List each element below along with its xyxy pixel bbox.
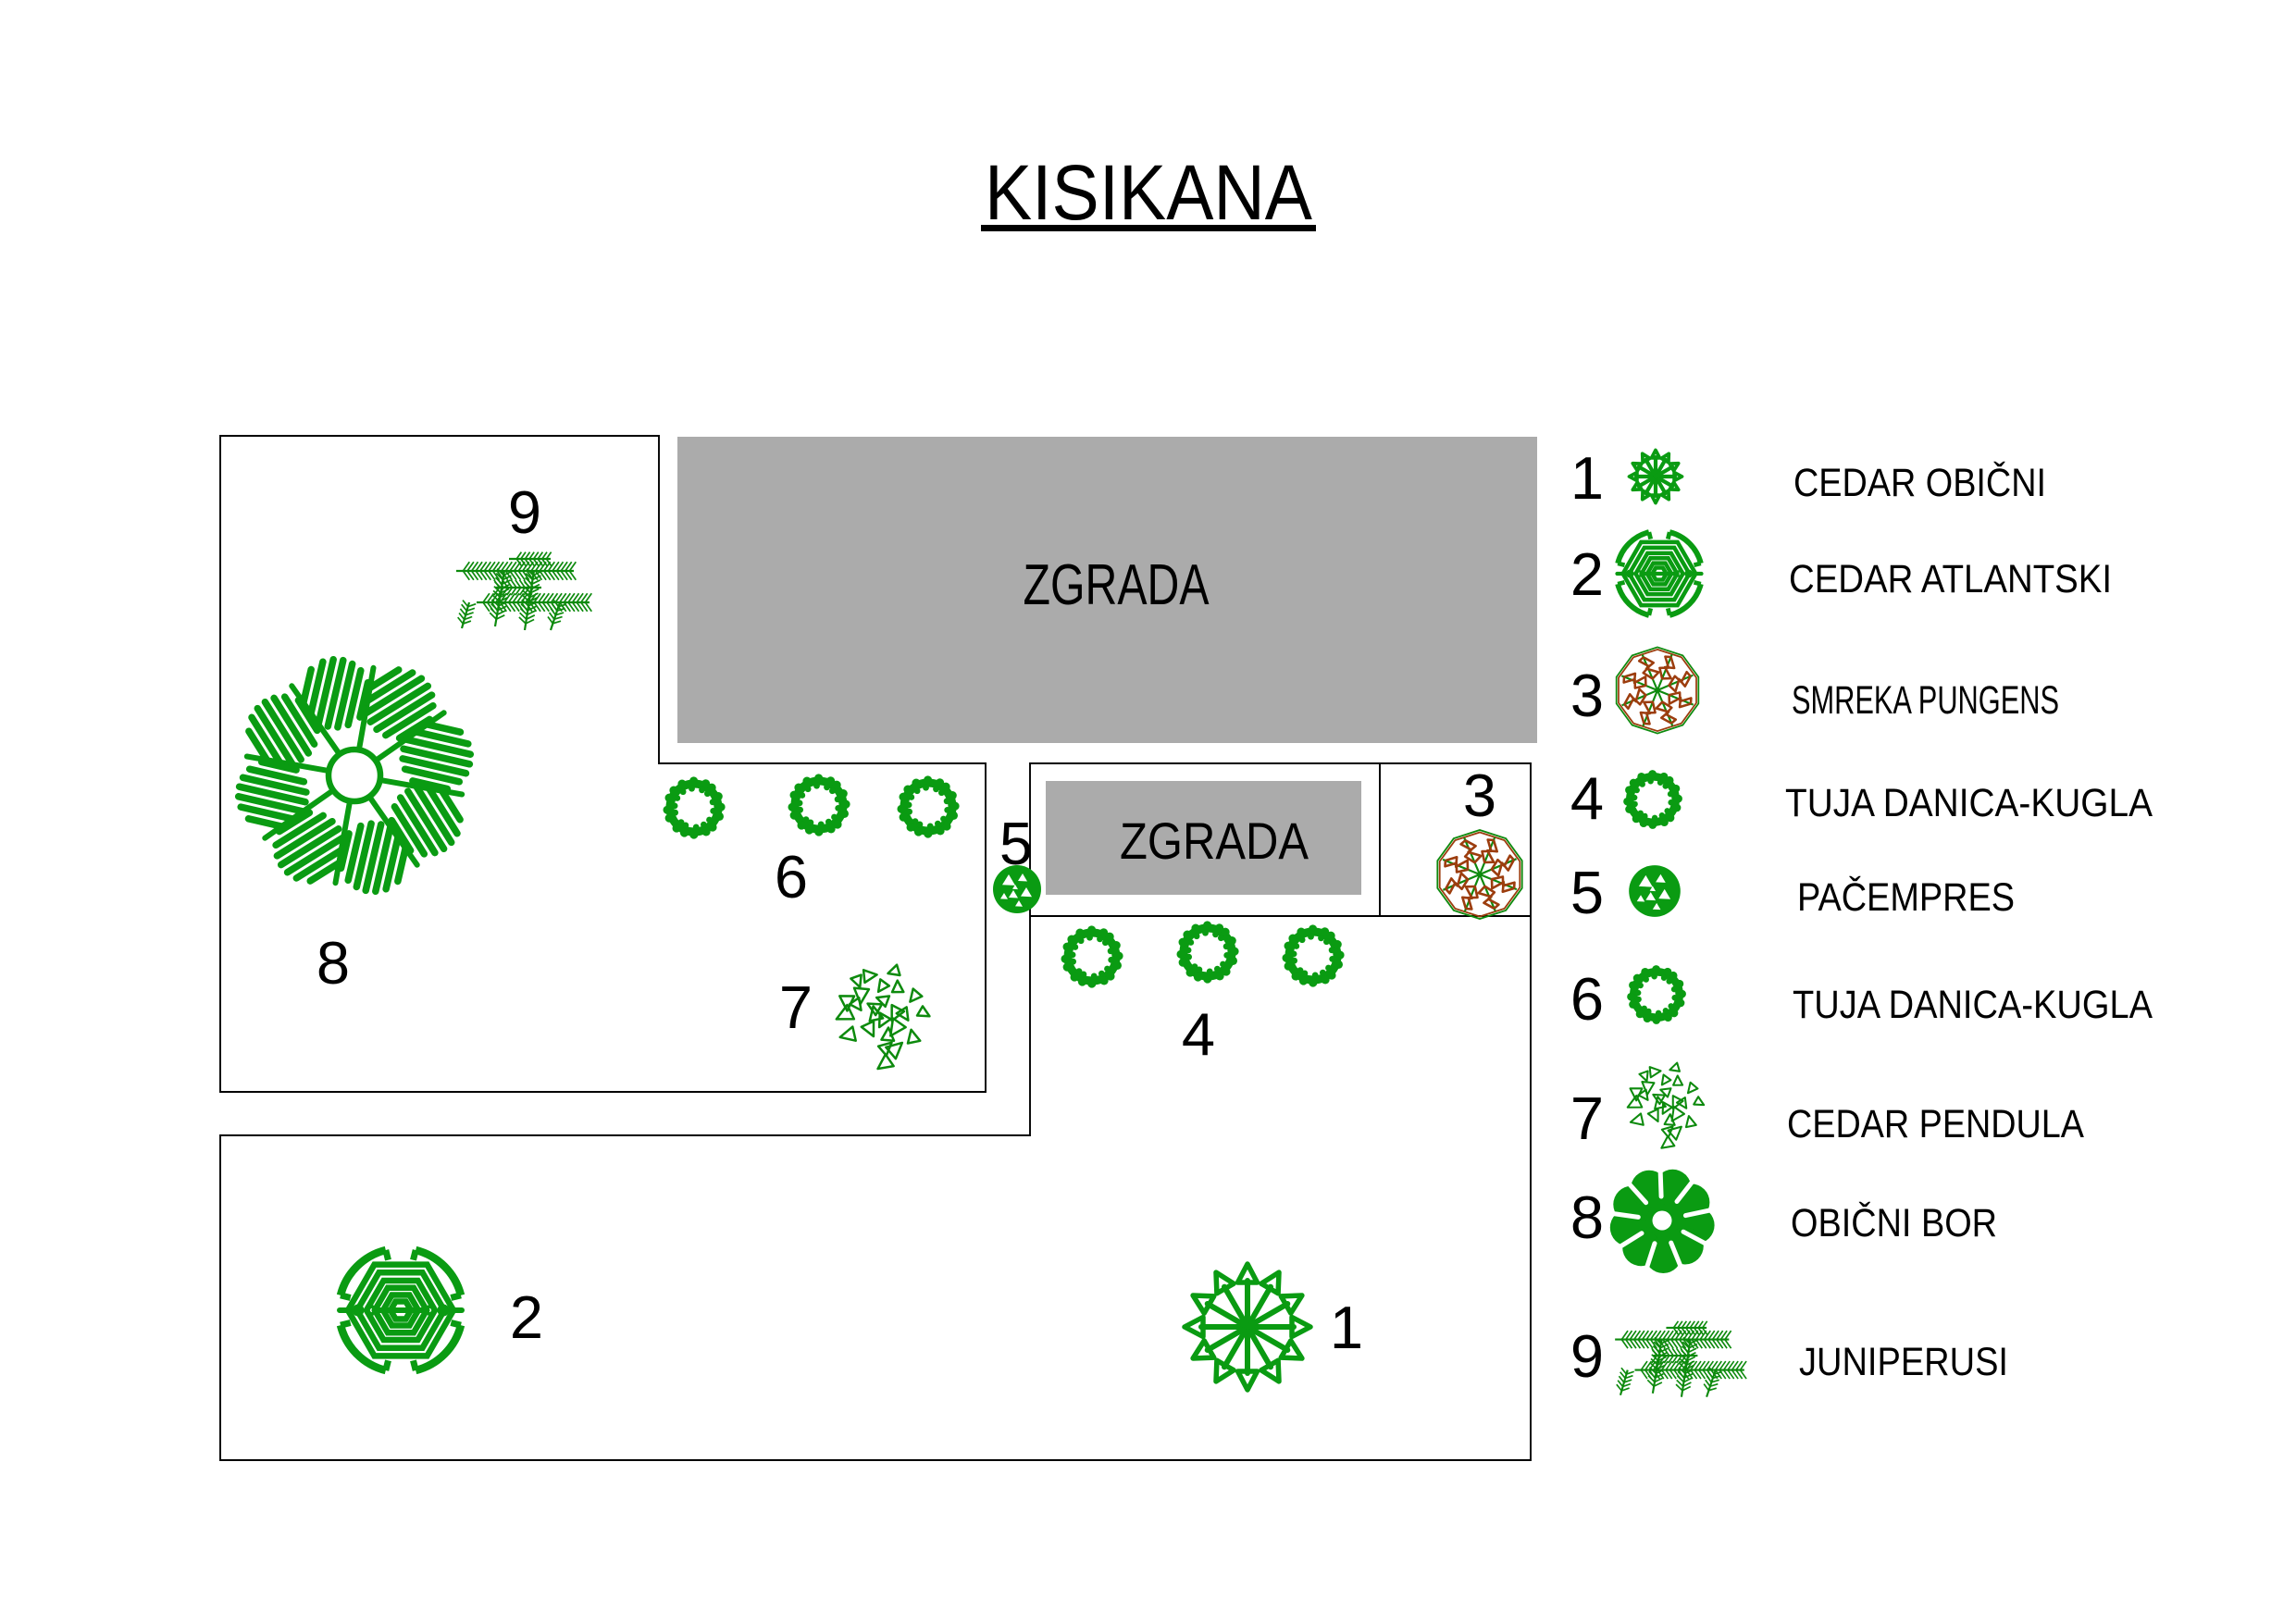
svg-text:SMREKA PUNGENS: SMREKA PUNGENS (1792, 678, 2059, 723)
svg-text:5: 5 (1570, 859, 1604, 926)
svg-text:3: 3 (1463, 762, 1496, 829)
svg-text:6: 6 (1570, 965, 1604, 1033)
svg-text:2: 2 (1570, 540, 1604, 608)
svg-text:7: 7 (1570, 1084, 1604, 1152)
svg-text:8: 8 (316, 929, 350, 997)
svg-text:CEDAR OBIČNI: CEDAR OBIČNI (1793, 461, 2046, 505)
svg-text:6: 6 (775, 843, 808, 911)
svg-text:4: 4 (1182, 1000, 1215, 1068)
svg-text:TUJA DANICA-KUGLA: TUJA DANICA-KUGLA (1785, 781, 2153, 825)
svg-text:8: 8 (1570, 1183, 1604, 1251)
svg-text:2: 2 (510, 1283, 543, 1351)
svg-text:9: 9 (1570, 1322, 1604, 1390)
svg-text:1: 1 (1330, 1294, 1363, 1361)
svg-text:ZGRADA: ZGRADA (1024, 553, 1210, 617)
svg-text:1: 1 (1570, 444, 1604, 512)
svg-text:9: 9 (508, 478, 541, 546)
svg-text:ZGRADA: ZGRADA (1120, 812, 1309, 870)
svg-text:JUNIPERUSI: JUNIPERUSI (1799, 1340, 2008, 1384)
svg-text:3: 3 (1570, 662, 1604, 729)
svg-text:TUJA DANICA-KUGLA: TUJA DANICA-KUGLA (1793, 983, 2153, 1027)
svg-text:OBIČNI BOR: OBIČNI BOR (1791, 1201, 1997, 1245)
svg-text:7: 7 (779, 973, 813, 1041)
svg-text:CEDAR PENDULA: CEDAR PENDULA (1787, 1102, 2084, 1146)
svg-text:KISIKANA: KISIKANA (985, 149, 1312, 236)
svg-text:4: 4 (1570, 764, 1604, 832)
svg-text:5: 5 (999, 810, 1033, 877)
svg-text:CEDAR ATLANTSKI: CEDAR ATLANTSKI (1789, 557, 2112, 601)
svg-text:PAČEMPRES: PAČEMPRES (1797, 875, 2015, 920)
